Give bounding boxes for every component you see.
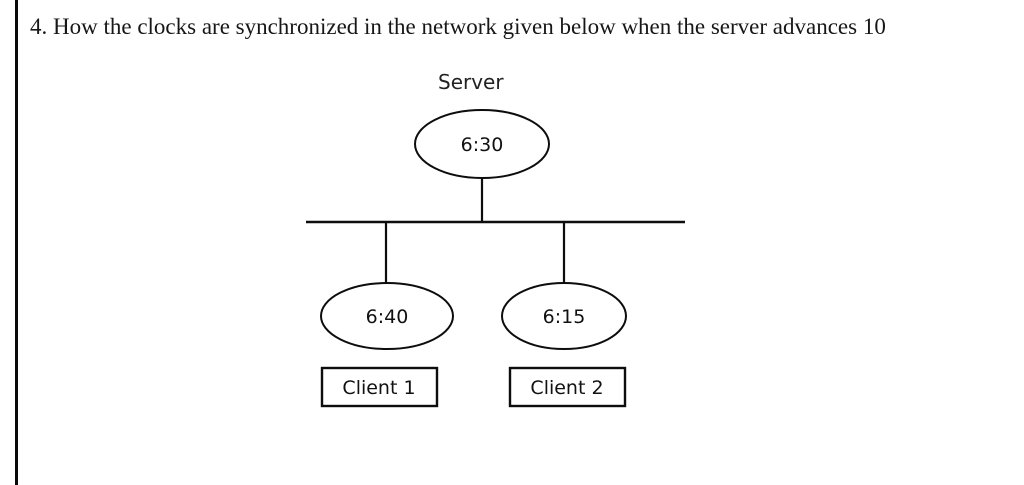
client-2-clock-value: 6:15 <box>543 306 586 328</box>
client-1-label: Client 1 <box>342 377 415 399</box>
caption-clip-band <box>420 90 540 104</box>
client-1-clock-value: 6:40 <box>366 306 409 328</box>
client-1-node-ellipse <box>320 282 454 350</box>
client-2-node-ellipse <box>501 282 627 350</box>
server-clock-value: 6:30 <box>461 134 504 156</box>
page-margin-rule <box>15 0 18 485</box>
question-text: 4. How the clocks are synchronized in th… <box>30 14 886 39</box>
client-2-label: Client 2 <box>530 377 603 399</box>
client-1-label-box <box>320 366 439 408</box>
client-2-label-box <box>508 366 627 408</box>
